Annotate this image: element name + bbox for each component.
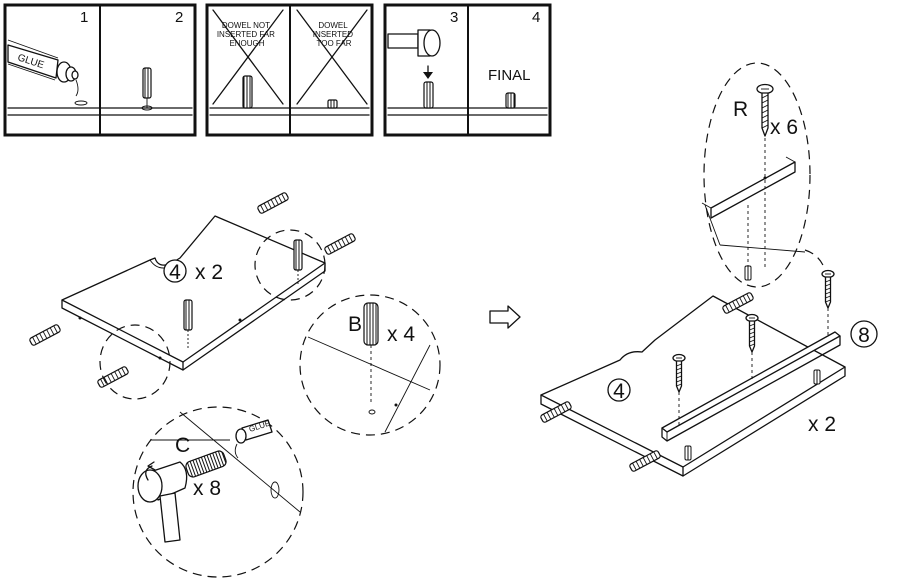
step-panel-3-4: 3 4 FINAL: [383, 3, 552, 137]
dowel-icon: [539, 400, 573, 424]
callout-r-quantity: x 6: [770, 116, 798, 139]
callout-b: B x 4: [299, 294, 441, 436]
callout-c-quantity: x 8: [193, 477, 221, 500]
dowel-icon: [363, 302, 379, 346]
screw-icon: [756, 83, 774, 137]
rail-badge-8: 8: [858, 324, 870, 347]
warning-not-far-enough: DOWEL NOT INSERTED FAR ENOUGH: [217, 21, 277, 48]
shelf-board: [61, 215, 326, 363]
shelf-board: [540, 295, 846, 468]
step-panel-warnings: DOWEL NOT INSERTED FAR ENOUGH DOWEL INSE…: [205, 3, 374, 137]
dowel-icon: [28, 323, 62, 347]
part-badge-4: 4: [169, 261, 181, 284]
dowel-icon: [141, 67, 153, 111]
warning-too-far: DOWEL INSERTED TOO FAR: [313, 21, 356, 48]
dowel-icon: [323, 232, 357, 256]
step-number-3: 3: [450, 9, 458, 26]
dowel-icon: [327, 99, 338, 109]
part-badge-4: 4: [613, 380, 625, 403]
part-quantity: x 2: [195, 261, 223, 284]
hammer-icon: [137, 461, 188, 543]
callout-c: GLUE C x 8: [132, 406, 304, 578]
right-assembly: 4 8 x 2: [539, 62, 878, 477]
dowel-icon: [744, 265, 752, 281]
glue-tube-icon: GLUE: [234, 419, 273, 459]
callout-r: R x 6: [701, 62, 811, 288]
dowel-icon: [242, 75, 253, 109]
final-label: FINAL: [488, 67, 531, 84]
dowel-icon: [628, 449, 662, 473]
callout-c-letter: C: [175, 434, 190, 457]
arrow-right-icon: [489, 305, 521, 329]
dowel-icon: [293, 239, 303, 271]
callout-r-letter: R: [733, 98, 748, 121]
step-number-1: 1: [80, 9, 88, 26]
dowel-icon: [183, 299, 193, 331]
callout-b-letter: B: [348, 313, 362, 336]
screw-icon: [821, 269, 835, 309]
step-number-4: 4: [532, 9, 540, 26]
step-panel-1-2: 1 2 GLUE: [3, 3, 197, 137]
step-number-2: 2: [175, 9, 183, 26]
dowel-icon: [505, 92, 516, 109]
assembly-quantity: x 2: [808, 413, 836, 436]
dowel-icon: [96, 365, 130, 389]
hammer-icon: [387, 29, 441, 57]
arrow-down-icon: [423, 72, 433, 79]
dowel-icon: [185, 450, 227, 478]
dowel-icon: [256, 191, 290, 215]
glue-tube-icon: GLUE: [7, 39, 88, 106]
callout-b-quantity: x 4: [387, 323, 415, 346]
dowel-icon: [423, 81, 434, 109]
left-assembly: 4 x 2 B x 4 GLUE: [28, 191, 441, 578]
